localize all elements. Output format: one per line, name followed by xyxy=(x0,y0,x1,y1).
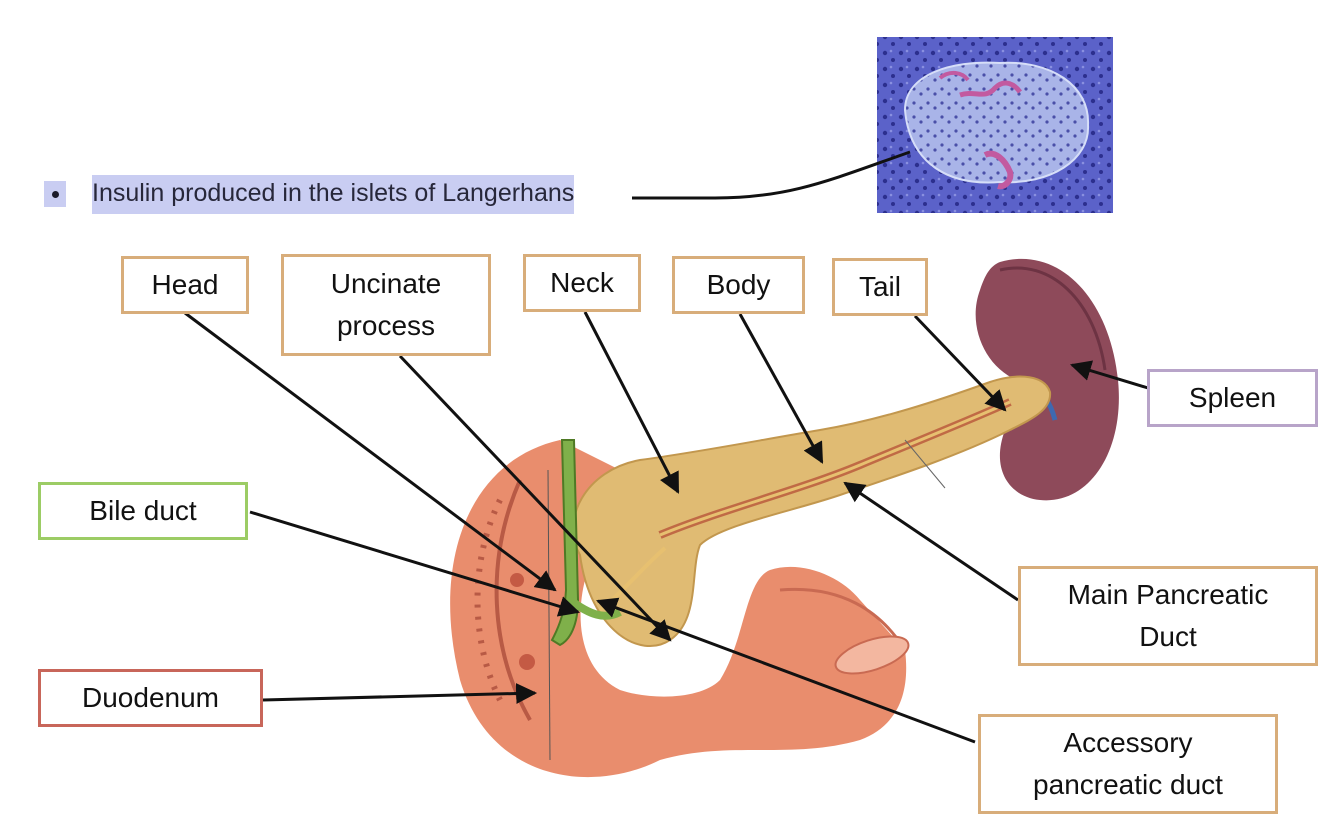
leader-lines xyxy=(184,150,1149,744)
label-main-pancreatic-duct-text: Main Pancreatic Duct xyxy=(1067,579,1269,652)
insulin-bullet: Insulin produced in the islets of Langer… xyxy=(44,174,575,214)
islet-leader xyxy=(632,150,911,200)
spleen-leader xyxy=(1069,360,1149,390)
neck-leader xyxy=(583,311,680,494)
label-neck: Neck xyxy=(523,254,641,312)
label-uncinate-process-text: Uncinate process xyxy=(330,268,442,341)
label-duodenum: Duodenum xyxy=(38,669,263,727)
islet-micrograph xyxy=(877,37,1113,213)
bullet-icon xyxy=(44,181,66,207)
label-spleen: Spleen xyxy=(1147,369,1318,427)
accessory-duct-leader xyxy=(596,597,976,744)
bile-duct-leader xyxy=(249,510,581,617)
label-accessory-pancreatic-duct-text: Accessory pancreatic duct xyxy=(1033,727,1223,800)
label-bile-duct: Bile duct xyxy=(38,482,248,540)
label-accessory-pancreatic-duct: Accessory pancreatic duct xyxy=(978,714,1278,814)
body-leader xyxy=(738,313,824,464)
label-tail-text: Tail xyxy=(858,271,901,302)
label-main-pancreatic-duct: Main Pancreatic Duct xyxy=(1018,566,1318,666)
label-duodenum-text: Duodenum xyxy=(82,682,219,713)
label-body-text: Body xyxy=(706,269,771,300)
label-tail: Tail xyxy=(832,258,928,316)
duodenum-leader xyxy=(262,682,538,704)
label-neck-text: Neck xyxy=(550,267,614,298)
label-head: Head xyxy=(121,256,249,314)
head-leader xyxy=(184,311,557,592)
label-body: Body xyxy=(672,256,805,314)
uncinate-leader xyxy=(398,354,672,642)
label-head-text: Head xyxy=(151,269,219,300)
tail-leader xyxy=(913,314,1007,412)
main-duct-leader xyxy=(843,481,1019,602)
label-spleen-text: Spleen xyxy=(1188,382,1277,413)
label-uncinate-process: Uncinate process xyxy=(281,254,491,356)
label-bile-duct-text: Bile duct xyxy=(89,495,197,526)
bullet-text: Insulin produced in the islets of Langer… xyxy=(92,174,575,214)
